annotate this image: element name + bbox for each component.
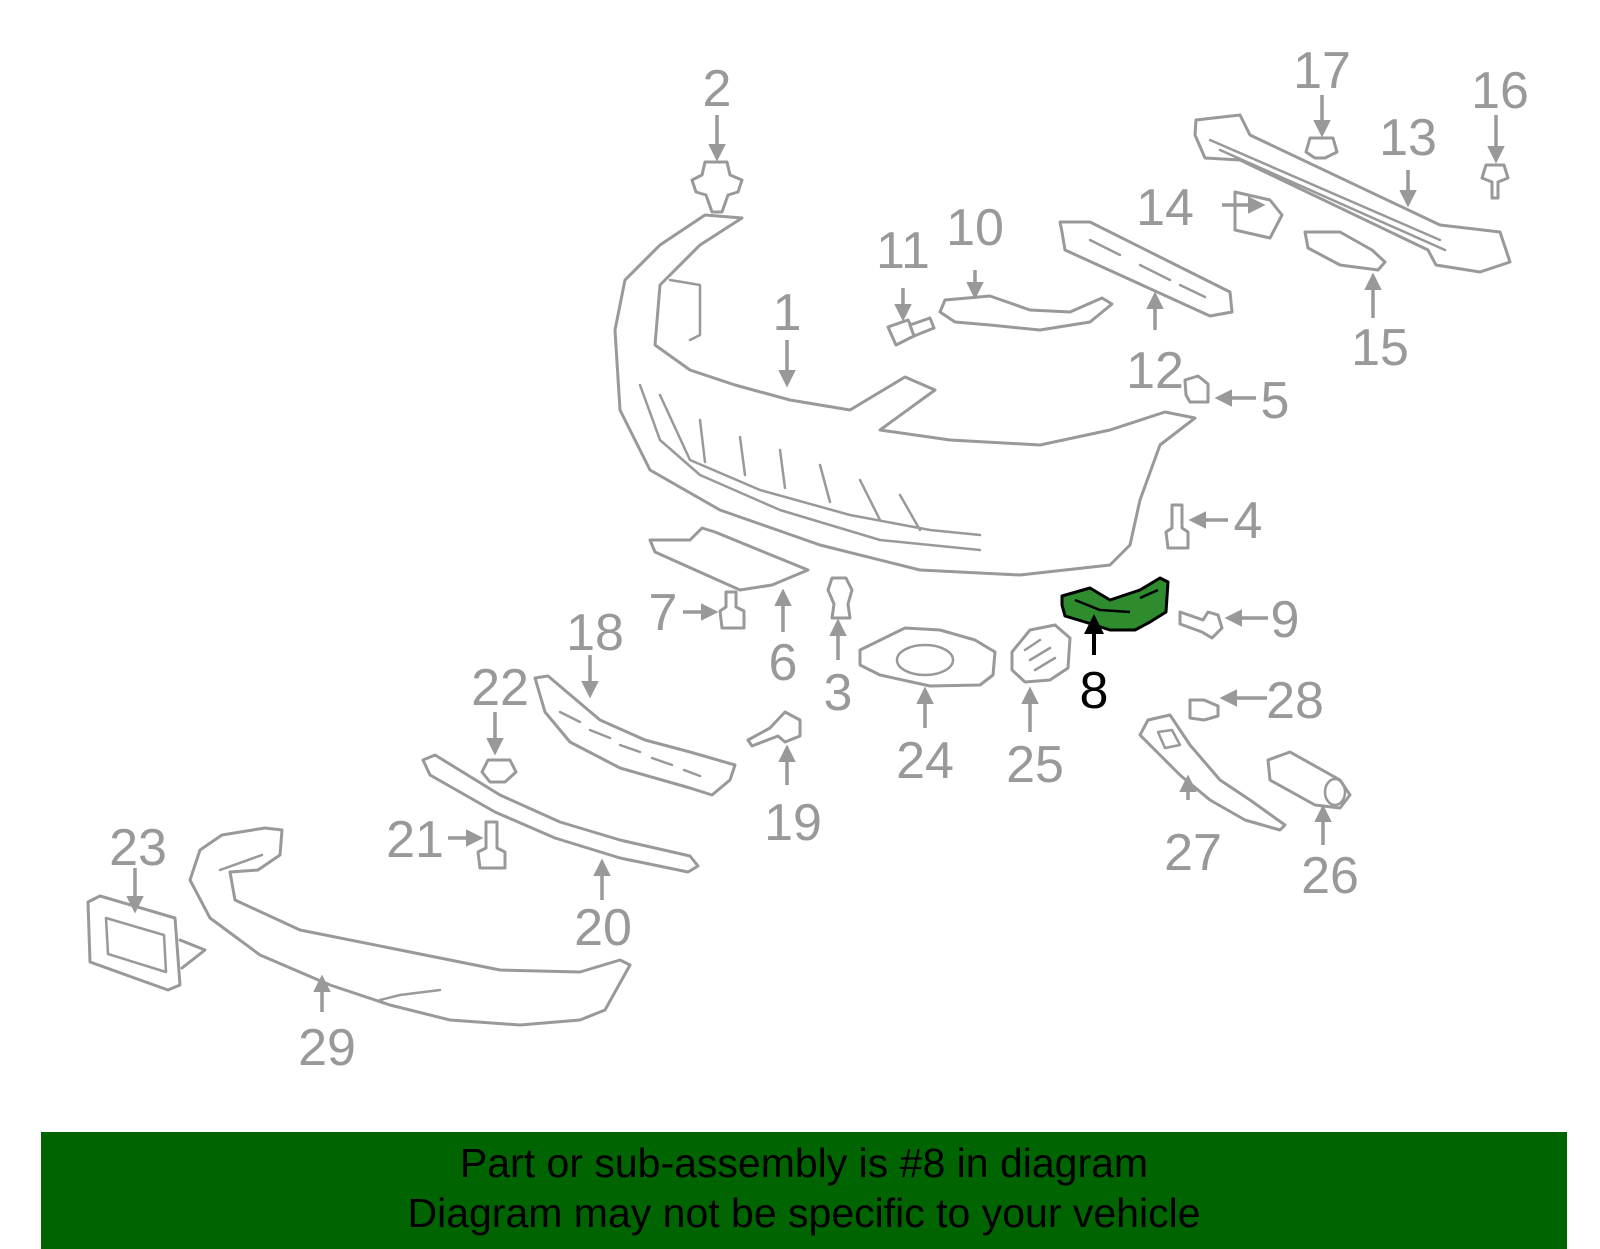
callout-5: 5 [1261, 372, 1290, 430]
part-4-bolt [1164, 503, 1190, 550]
callout-22: 22 [471, 659, 529, 717]
part-21-bolt [476, 820, 507, 870]
callout-8: 8 [1080, 662, 1109, 720]
part-24-fog-bezel [858, 626, 997, 688]
part-22-nut [480, 758, 518, 784]
part-12-absorber [1058, 220, 1234, 318]
part-1-bumper-cover [613, 213, 1197, 577]
callout-25: 25 [1006, 736, 1064, 794]
part-27-bracket [1138, 713, 1287, 832]
part-20-molding [421, 753, 700, 874]
callout-16: 16 [1471, 62, 1529, 120]
part-16-bolt [1480, 163, 1510, 200]
part-13-reinforcement [1193, 113, 1512, 274]
part-5-clip [1183, 374, 1210, 404]
callout-11: 11 [876, 222, 930, 280]
callout-9: 9 [1271, 591, 1300, 649]
leader-arrows [126, 95, 1505, 1012]
part-10-bracket [938, 294, 1114, 332]
callout-12: 12 [1126, 342, 1184, 400]
banner-line-part: Part or sub-assembly is #8 in diagram [459, 1140, 1149, 1186]
part-26-light-unit [1266, 750, 1352, 810]
part-17-nut [1304, 136, 1339, 160]
part-15-sensor [1303, 230, 1387, 272]
callout-labels: 1 2 3 4 5 6 7 8 9 10 11 12 13 14 15 16 1… [109, 42, 1529, 1077]
part-28-clip [1188, 698, 1220, 722]
part-2-clip [690, 160, 744, 214]
part-9-clip [1178, 610, 1224, 640]
callout-27: 27 [1164, 824, 1222, 882]
part-25-fog-light [1010, 623, 1072, 684]
callout-26: 26 [1301, 847, 1359, 905]
info-banner: Part or sub-assembly is #8 in diagram Di… [41, 1132, 1567, 1249]
callout-24: 24 [896, 732, 954, 790]
callout-6: 6 [769, 634, 798, 692]
callout-23: 23 [109, 819, 167, 877]
callout-13: 13 [1379, 109, 1437, 167]
part-23-license-bracket [86, 894, 207, 992]
callout-28: 28 [1266, 672, 1324, 730]
banner-line-disclaimer: Diagram may not be specific to your vehi… [407, 1190, 1201, 1236]
callout-18: 18 [566, 604, 624, 662]
callout-17: 17 [1293, 42, 1351, 100]
part-11-bolt [886, 316, 936, 347]
callout-1: 1 [773, 284, 802, 342]
part-3-clip [826, 576, 854, 620]
part-7-screw [718, 590, 746, 630]
callout-15: 15 [1351, 319, 1409, 377]
callout-19: 19 [764, 794, 822, 852]
callout-3: 3 [824, 664, 853, 722]
callout-29: 29 [298, 1019, 356, 1077]
callout-21: 21 [386, 811, 444, 869]
callout-2: 2 [703, 60, 732, 118]
callout-14: 14 [1136, 179, 1194, 237]
part-8-bracket-highlighted [1060, 576, 1170, 632]
part-14-pad [1233, 190, 1284, 240]
callout-10: 10 [946, 199, 1004, 257]
callout-7: 7 [649, 584, 678, 642]
part-19-screw [746, 710, 802, 748]
callout-20: 20 [574, 899, 632, 957]
part-6-plate [648, 526, 810, 592]
callout-4: 4 [1234, 492, 1263, 550]
part-18-grille [533, 674, 737, 797]
parts-diagram: 1 2 3 4 5 6 7 8 9 10 11 12 13 14 15 16 1… [86, 42, 1529, 1077]
